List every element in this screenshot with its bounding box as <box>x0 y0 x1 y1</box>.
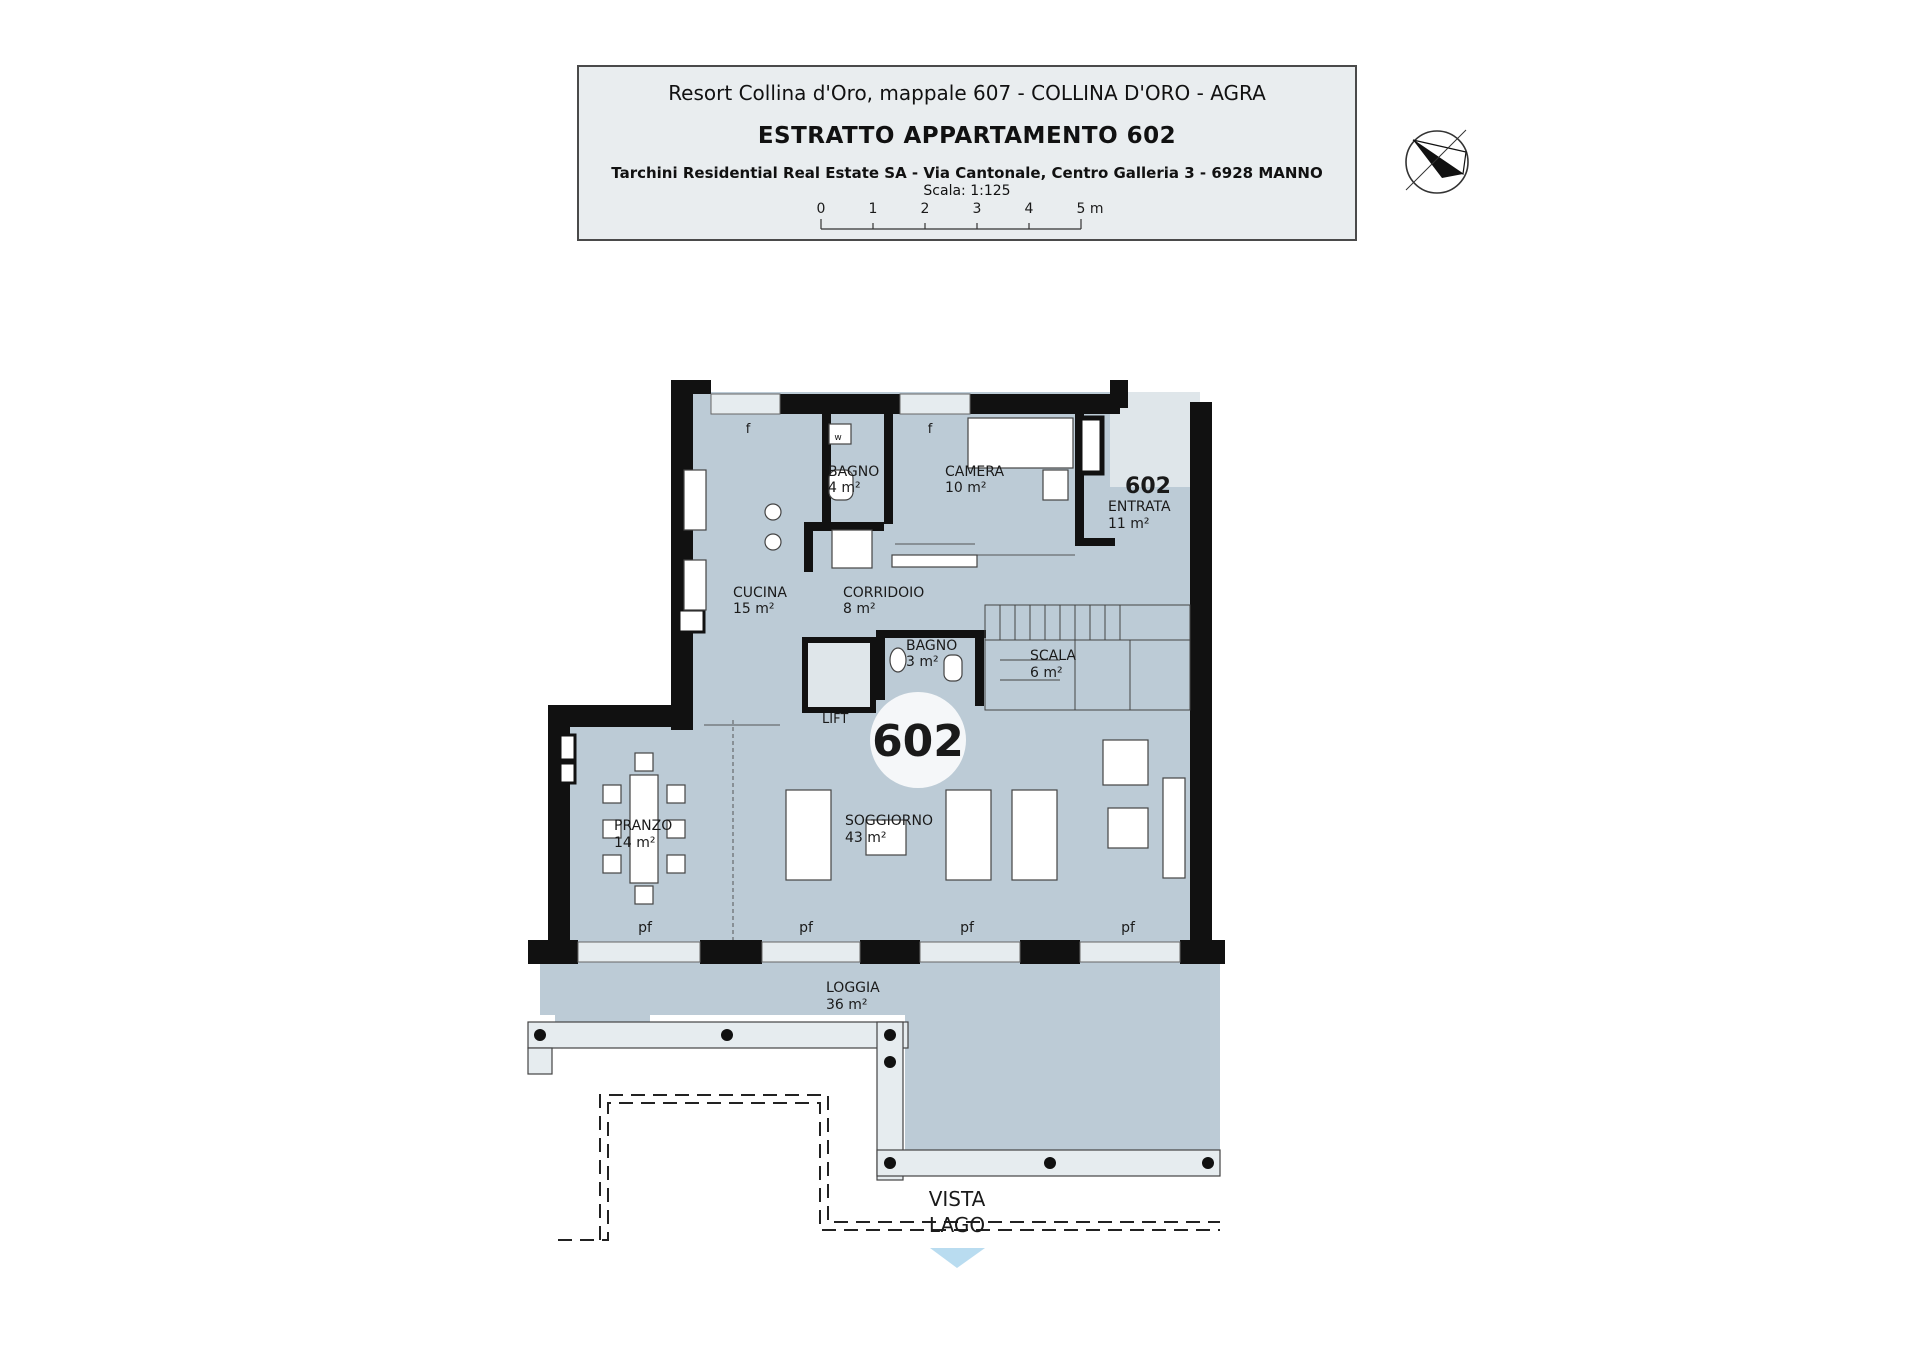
window-mark: pf <box>799 920 814 936</box>
north-arrow-icon <box>1405 129 1469 194</box>
chair-icon <box>666 854 686 874</box>
room-area-corridoio: 8 m² <box>843 601 876 617</box>
coffee-table <box>865 819 907 856</box>
scale-ruler <box>820 219 1082 230</box>
washer-icon <box>828 423 852 445</box>
scale-tick-label: 4 <box>1025 201 1034 217</box>
room-name-soggiorno: SOGGIORNO <box>845 813 933 829</box>
stool-icon <box>764 503 782 521</box>
interior-walls <box>558 414 1115 785</box>
room-area-soggiorno: 43 m² <box>845 830 887 846</box>
scale-tick-label: 3 <box>973 201 982 217</box>
stool-icon <box>764 533 782 551</box>
armchair-icon <box>1011 789 1058 881</box>
fixtures <box>602 417 1186 905</box>
sink-icon <box>889 647 907 673</box>
loggia-railing <box>527 1021 1221 1181</box>
title-block: Resort Collina d'Oro, mappale 607 - COLL… <box>577 65 1357 241</box>
tv-cabinet <box>1162 777 1186 879</box>
room-area-cucina: 15 m² <box>733 601 775 617</box>
sofa-icon <box>785 789 832 881</box>
armchair-icon <box>1102 739 1149 786</box>
scale-tick-label: 1 <box>869 201 878 217</box>
room-area-bagno-2: 3 m² <box>906 654 939 670</box>
room-name-pranzo: PRANZO <box>614 818 672 834</box>
room-name-scala: SCALA <box>1030 648 1076 664</box>
scale-tick-label: 2 <box>921 201 930 217</box>
window-mark: pf <box>1121 920 1136 936</box>
room-area-pranzo: 14 m² <box>614 835 656 851</box>
room-name-camera: CAMERA <box>945 464 1004 480</box>
terrace-outline <box>558 1094 1220 1241</box>
apartment-number: 602 <box>872 716 964 767</box>
view-label-line2: LAGO <box>929 1213 985 1237</box>
room-area-loggia: 36 m² <box>826 997 868 1013</box>
apartment-badge <box>870 692 966 788</box>
room-area-entrata: 11 m² <box>1108 516 1150 532</box>
nightstand-icon <box>1042 469 1069 501</box>
room-area-scala: 6 m² <box>1030 665 1063 681</box>
company-line: Tarchini Residential Real Estate SA - Vi… <box>611 164 1323 182</box>
chair-icon <box>602 854 622 874</box>
wardrobe-icon <box>891 554 978 568</box>
armchair-icon <box>945 789 992 881</box>
chair-icon <box>634 752 654 772</box>
view-arrow-icon <box>930 1248 985 1268</box>
room-name-entrata: ENTRATA <box>1108 499 1171 515</box>
exterior-walls <box>528 380 1225 964</box>
window-mark: pf <box>960 920 975 936</box>
document-title: ESTRATTO APPARTAMENTO 602 <box>757 123 1177 149</box>
toilet-icon <box>828 469 854 501</box>
bed-icon <box>967 417 1074 469</box>
side-table <box>1107 807 1149 849</box>
chair-icon <box>666 784 686 804</box>
kitchen-counter <box>683 559 707 611</box>
washer-mark: w <box>834 433 841 443</box>
room-area-camera: 10 m² <box>945 480 987 496</box>
lift-label: LIFT <box>822 712 848 727</box>
chair-icon <box>666 819 686 839</box>
shower-icon <box>831 529 873 569</box>
room-name-cucina: CUCINA <box>733 585 787 601</box>
windows <box>577 393 1181 963</box>
apartment-number-small: 602 <box>1125 474 1171 499</box>
scale-tick-label: 5 m <box>1077 201 1104 217</box>
staircase <box>984 604 1191 711</box>
chair-icon <box>602 784 622 804</box>
chair-icon <box>634 885 654 905</box>
room-name-bagno: BAGNO <box>828 464 879 480</box>
scale-bar: 0 1 2 3 4 5 m <box>817 201 1104 230</box>
window-mark: pf <box>638 920 653 936</box>
room-name-loggia: LOGGIA <box>826 980 880 996</box>
view-label-line1: VISTA <box>929 1187 986 1211</box>
room-area-bagno: 4 m² <box>828 480 861 496</box>
room-name-corridoio: CORRIDOIO <box>843 585 924 601</box>
kitchen-counter <box>683 469 707 531</box>
scale-tick-label: 0 <box>817 201 826 217</box>
room-name-bagno-2: BAGNO <box>906 638 957 654</box>
chair-icon <box>602 819 622 839</box>
scale-text: Scala: 1:125 <box>923 183 1011 199</box>
toilet-icon <box>943 654 963 682</box>
window-mark: f <box>746 422 751 437</box>
project-line: Resort Collina d'Oro, mappale 607 - COLL… <box>668 81 1266 105</box>
dining-table <box>629 774 659 884</box>
window-mark: f <box>928 422 933 437</box>
